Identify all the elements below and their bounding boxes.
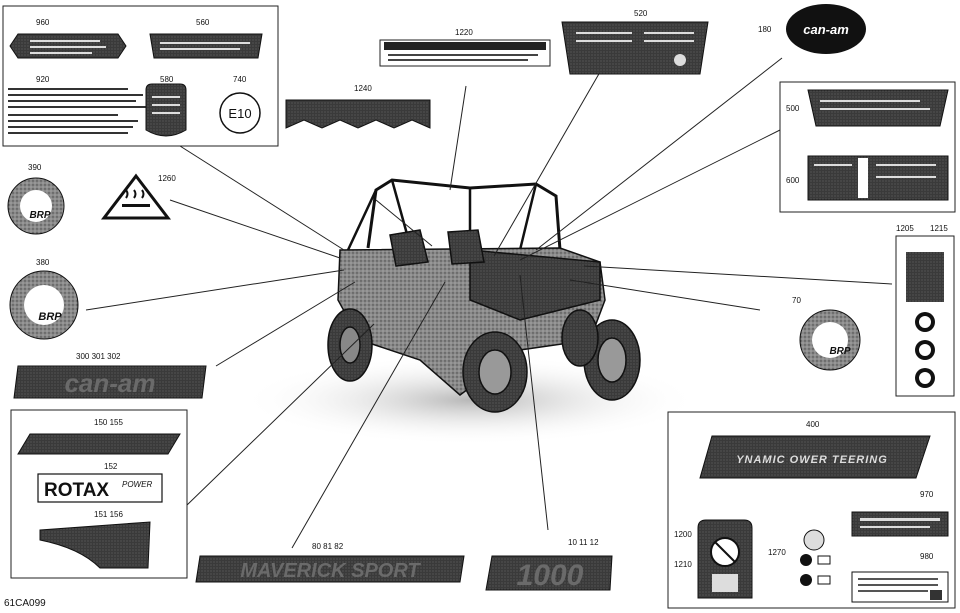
leader-lines	[85, 57, 893, 549]
label-152: 152	[104, 462, 118, 471]
label-520: 520	[634, 9, 648, 18]
label-600: 600	[786, 176, 800, 185]
rotax-text: ROTAX	[44, 480, 109, 501]
dps-text: YNAMIC OWER TEERING	[736, 454, 888, 466]
decal-1240	[285, 99, 431, 129]
decal-580	[145, 83, 187, 137]
decal-1270-icon-b	[800, 554, 812, 566]
label-390: 390	[28, 163, 42, 172]
label-920: 920	[36, 75, 50, 84]
decal-520	[561, 21, 709, 75]
decal-150-side-stripe	[17, 433, 181, 455]
label-151-156: 151 156	[94, 510, 123, 519]
brp-logo-text-390: BRP	[29, 210, 50, 221]
label-1210: 1210	[674, 560, 692, 569]
decal-380-brp-logo	[9, 270, 79, 340]
model-text: 1000	[517, 559, 584, 592]
decal-970	[851, 511, 949, 537]
brp-logo-text-70: BRP	[829, 346, 850, 357]
decal-400-dps-decal	[699, 435, 931, 479]
label-560: 560	[196, 18, 210, 27]
decal-560	[149, 33, 263, 59]
label-580: 580	[160, 75, 174, 84]
maverick-text: MAVERICK SPORT	[240, 560, 421, 582]
decal-740-e10	[219, 92, 261, 134]
label-1205: 1205	[896, 224, 914, 233]
label-500: 500	[786, 104, 800, 113]
decal-151-side-panel	[39, 521, 151, 569]
label-1240: 1240	[354, 84, 372, 93]
label-970: 970	[920, 490, 934, 499]
vehicle-illustration	[327, 178, 641, 413]
decal-70-brp-logo	[799, 309, 861, 371]
label-400: 400	[806, 420, 820, 429]
label-1220: 1220	[455, 28, 473, 37]
label-980: 980	[920, 552, 934, 561]
can-am-logo-text: can-am	[803, 22, 849, 37]
decal-180-can-am-logo	[786, 4, 866, 54]
label-1215: 1215	[930, 224, 948, 233]
label-10-12: 10 11 12	[568, 538, 599, 547]
label-180: 180	[758, 25, 772, 34]
label-1200: 1200	[674, 530, 692, 539]
label-740: 740	[233, 75, 247, 84]
power-text: POWER	[122, 480, 152, 489]
label-70: 70	[792, 296, 801, 305]
decal-1270-icon-c	[800, 574, 812, 586]
label-1270: 1270	[768, 548, 786, 557]
label-300-302: 300 301 302	[76, 352, 121, 361]
can-am-big-text: can-am	[64, 368, 155, 398]
decal-10-model-1000	[485, 555, 613, 591]
decal-390-brp-logo	[7, 177, 65, 235]
decal-80-maverick-sport	[195, 555, 465, 583]
label-380: 380	[36, 258, 50, 267]
label-150-155: 150 155	[94, 418, 123, 427]
decal-920-text-block	[8, 88, 146, 134]
label-1260: 1260	[158, 174, 176, 183]
decal-1270-icon-a	[803, 529, 825, 551]
decal-152-rotax-power	[37, 473, 163, 503]
decal-1260-hot-surface-warning	[100, 173, 172, 220]
label-80-82: 80 81 82	[312, 542, 344, 551]
e10-text: E10	[228, 106, 251, 121]
figure-id: 61CA099	[4, 598, 46, 609]
label-960: 960	[36, 18, 50, 27]
decal-300-can-am-wordmark	[13, 365, 207, 399]
brp-logo-text-380: BRP	[38, 311, 62, 323]
